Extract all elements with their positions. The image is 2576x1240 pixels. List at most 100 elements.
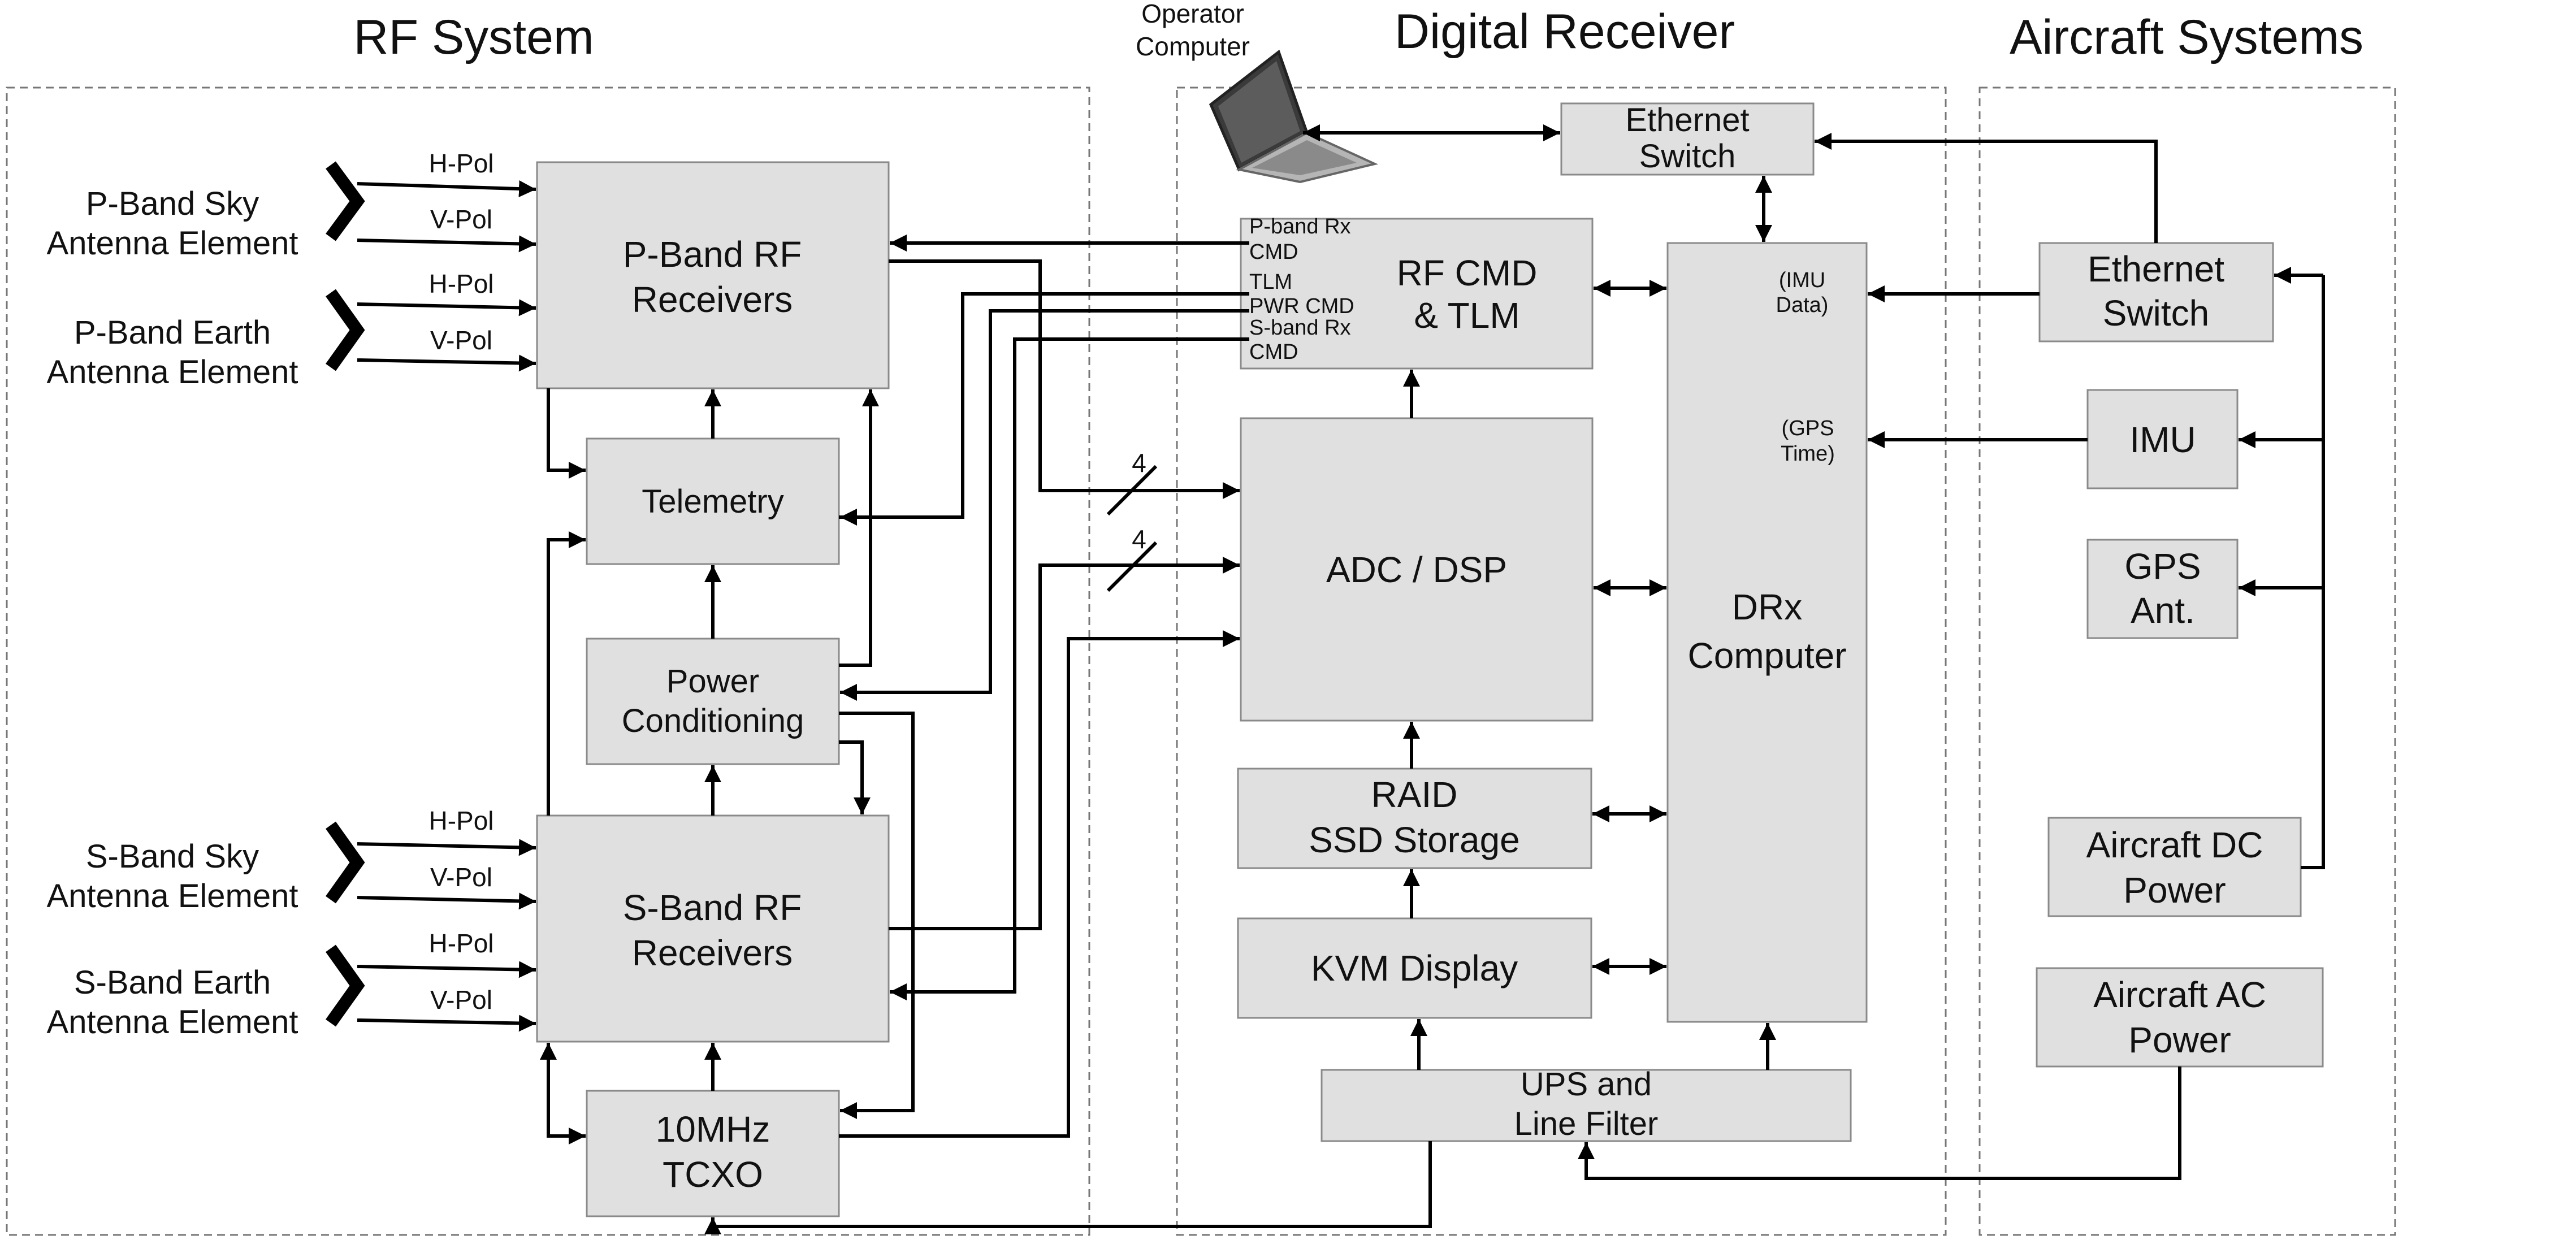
digital-receiver-panel xyxy=(1176,86,1947,1236)
s-band-rf-receivers-label-line2: Receivers xyxy=(632,933,793,973)
operator-computer-label-line2: Computer xyxy=(1136,32,1250,61)
power-conditioning-label-line2: Conditioning xyxy=(622,703,804,739)
dr-ethernet-switch-box xyxy=(1560,102,1815,176)
s-band-sky-label-line1: S-Band Sky xyxy=(86,838,259,875)
p-band-sky-antenna-icon xyxy=(326,161,365,241)
dr-ethernet-switch-label-line1: Ethernet xyxy=(1625,102,1749,138)
tcxo-to-adc-line xyxy=(839,630,1240,1138)
p-band-sky-label-line1: P-Band Sky xyxy=(86,185,259,222)
rf-system-panel xyxy=(6,86,1090,1236)
rf-cmd-tlm-label-line2: & TLM xyxy=(1414,295,1519,336)
s-band-earth-label-line1: S-Band Earth xyxy=(74,964,271,1001)
bus-width-label-1: 4 xyxy=(1132,448,1146,478)
gps-time-label-line2: Time) xyxy=(1781,442,1835,466)
power-conditioning-box xyxy=(586,638,840,765)
ac-ethernet-to-dr-ethernet-line xyxy=(1815,133,2158,243)
rf-cmd-input-cmd-1: CMD xyxy=(1249,240,1298,264)
p-band-to-telemetry-line xyxy=(547,388,586,479)
p-sky-v-pol-label: V-Pol xyxy=(430,205,492,234)
p-earth-h-pol-label: H-Pol xyxy=(428,269,493,298)
s-sky-h-pol-label: H-Pol xyxy=(428,806,493,835)
s-band-to-telemetry-line xyxy=(547,531,586,816)
ups-line-filter-label-line1: UPS and xyxy=(1521,1066,1652,1103)
s-earth-v-pol-label: V-Pol xyxy=(430,985,492,1014)
rf-system-title: RF System xyxy=(353,10,594,64)
pwr-cmd-line xyxy=(840,309,1249,701)
aircraft-systems-title: Aircraft Systems xyxy=(2010,10,2363,64)
rf-cmd-input-p-band-rx: P-band Rx xyxy=(1249,215,1351,239)
laptop-icon xyxy=(1209,49,1379,184)
rf-cmd-tlm-label-line1: RF CMD xyxy=(1397,253,1538,293)
kvm-display-box xyxy=(1237,917,1592,1019)
s-band-rf-receivers-box xyxy=(536,814,890,1043)
aircraft-dc-power-label-line1: Aircraft DC xyxy=(2086,825,2263,865)
imu-label: IMU xyxy=(2129,419,2196,460)
tcxo-label-line2: TCXO xyxy=(663,1154,763,1195)
operator-computer-label-line1: Operator xyxy=(1141,0,1244,28)
drx-computer-label-line2: Computer xyxy=(1688,635,1847,676)
drx-computer-box xyxy=(1666,242,1868,1023)
s-sky-v-pol-label: V-Pol xyxy=(430,862,492,892)
s-band-to-adc-line xyxy=(889,557,1240,930)
p-earth-h-pol-line xyxy=(357,299,536,316)
imu-data-label-line2: Data) xyxy=(1776,293,1829,317)
dr-ethernet-switch-label-line2: Switch xyxy=(1639,138,1736,175)
s-band-sky-label-line2: Antenna Element xyxy=(47,878,298,914)
s-band-rx-cmd-line xyxy=(890,337,1249,1000)
p-sky-h-pol-line xyxy=(357,180,536,198)
ups-line-filter-label-line2: Line Filter xyxy=(1514,1105,1659,1142)
s-band-sky-antenna-icon xyxy=(326,821,365,904)
s-earth-v-pol-line xyxy=(357,1014,536,1032)
telemetry-box xyxy=(586,437,840,565)
rf-cmd-tlm-box xyxy=(1240,218,1594,370)
aircraft-systems-panel xyxy=(1978,86,2396,1236)
ac-power-to-ups-line xyxy=(1578,1066,2181,1180)
s-sky-v-pol-line xyxy=(357,892,536,910)
drx-computer-label-line1: DRx xyxy=(1732,587,1802,627)
bus-slash-1 xyxy=(1106,465,1158,516)
p-band-to-adc-line xyxy=(889,259,1240,499)
ups-to-tcxo-line xyxy=(704,1141,1432,1234)
imu-data-label-line1: (IMU xyxy=(1779,268,1825,292)
adc-dsp-label: ADC / DSP xyxy=(1326,549,1507,590)
s-band-rf-receivers-label-line1: S-Band RF xyxy=(623,887,802,928)
p-band-rf-receivers-label-line1: P-Band RF xyxy=(623,234,802,275)
tcxo-label-line1: 10MHz xyxy=(656,1109,770,1150)
aircraft-ac-power-box xyxy=(2036,967,2324,1068)
aircraft-dc-power-label-line2: Power xyxy=(2123,870,2226,911)
p-sky-v-pol-line xyxy=(357,235,536,253)
tlm-to-telemetry-line xyxy=(840,292,1249,526)
rf-cmd-input-tlm: TLM xyxy=(1249,270,1292,294)
ups-line-filter-box xyxy=(1321,1069,1852,1142)
power-conditioning-label-line1: Power xyxy=(666,663,759,700)
s-sky-h-pol-line xyxy=(357,839,536,856)
adc-dsp-box xyxy=(1240,417,1594,722)
ac-ethernet-switch-label-line1: Ethernet xyxy=(2088,249,2224,289)
p-earth-v-pol-label: V-Pol xyxy=(430,326,492,355)
p-band-rf-receivers-box xyxy=(536,161,890,389)
digital-receiver-title: Digital Receiver xyxy=(1395,5,1735,59)
s-band-earth-label-line2: Antenna Element xyxy=(47,1004,298,1040)
raid-ssd-label-line2: SSD Storage xyxy=(1309,820,1520,860)
ac-ethernet-switch-label-line2: Switch xyxy=(2103,293,2210,333)
tcxo-box xyxy=(586,1090,840,1217)
p-band-sky-label-line2: Antenna Element xyxy=(47,225,298,262)
rf-cmd-input-pwr-cmd: PWR CMD xyxy=(1249,294,1354,318)
bus-width-label-2: 4 xyxy=(1132,524,1146,554)
bus-slash-2 xyxy=(1106,541,1158,592)
p-sky-h-pol-label: H-Pol xyxy=(428,149,493,178)
p-band-earth-antenna-icon xyxy=(326,289,365,371)
p-band-rf-receivers-label-line2: Receivers xyxy=(632,279,793,320)
gps-ant-label-line1: GPS xyxy=(2124,546,2201,587)
p-earth-v-pol-line xyxy=(357,354,536,372)
dc-power-bus-line xyxy=(2301,275,2325,869)
aircraft-ac-power-label-line2: Power xyxy=(2128,1020,2231,1060)
kvm-display-label: KVM Display xyxy=(1311,948,1518,988)
s-band-tcxo-line xyxy=(540,1043,586,1144)
gps-ant-label-line2: Ant. xyxy=(2131,590,2195,631)
raid-ssd-box xyxy=(1237,768,1592,869)
power-to-p-band-line xyxy=(839,389,879,667)
aircraft-ac-power-label-line1: Aircraft AC xyxy=(2093,974,2266,1015)
power-to-s-band-line xyxy=(839,740,871,814)
